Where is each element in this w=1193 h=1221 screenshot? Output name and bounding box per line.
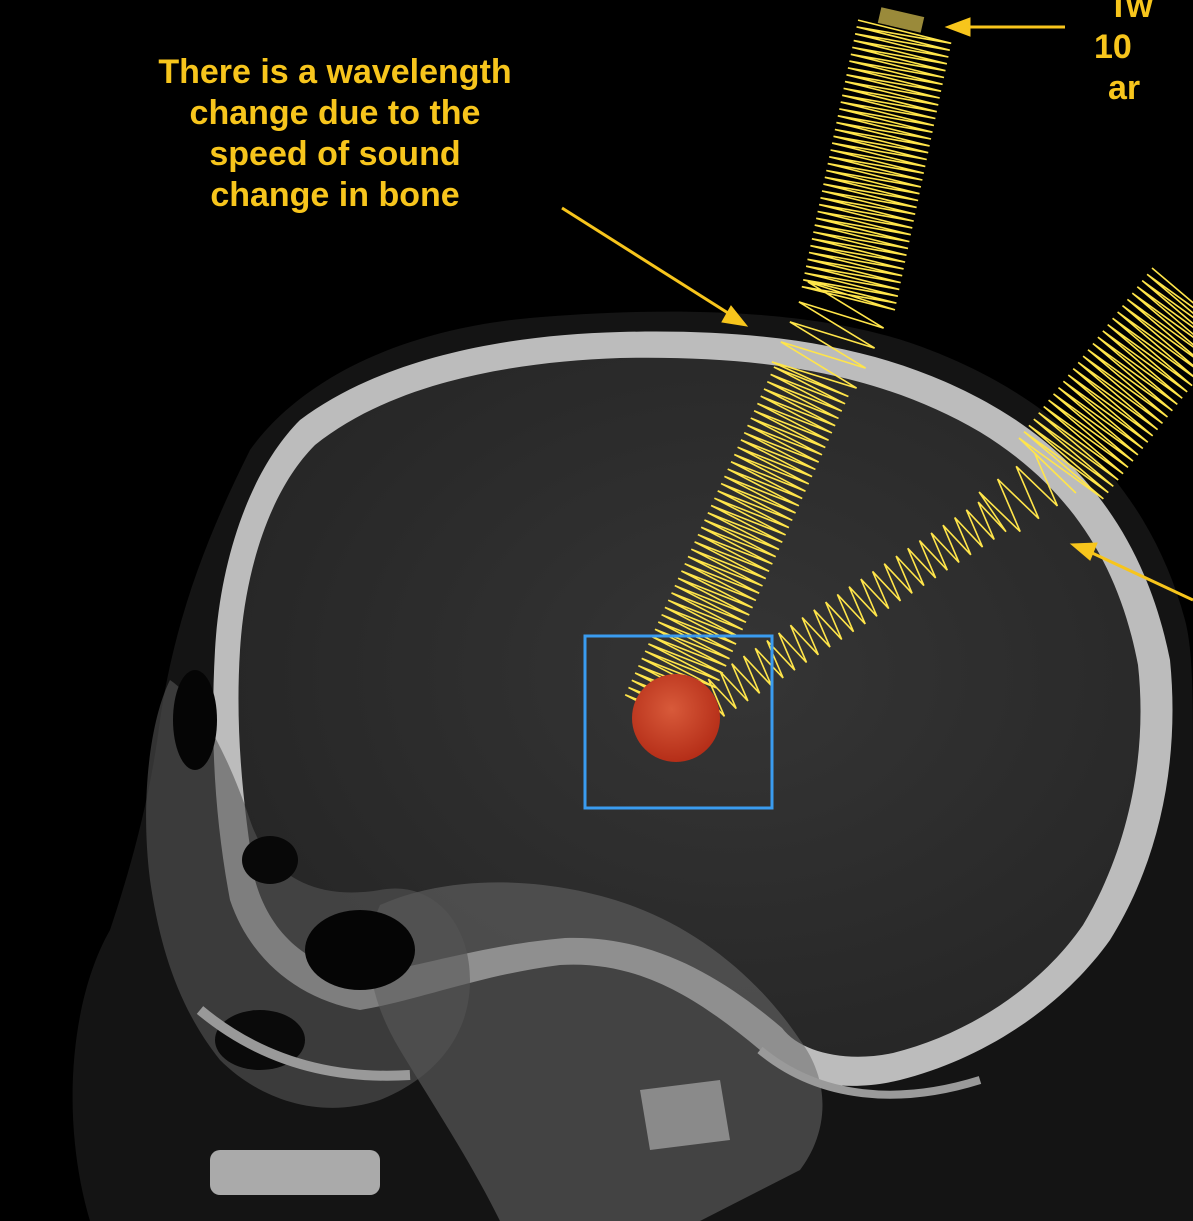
frontal-sinus	[173, 670, 217, 770]
transducer-annotation-line-1: Tw	[1108, 0, 1153, 27]
cervical-vertebra	[640, 1080, 730, 1150]
transducer-annotation-line-2: 10	[1094, 27, 1153, 68]
wavelength-annotation-line-2: change due to the	[95, 93, 575, 134]
wavelength-annotation-line-3: speed of sound	[95, 134, 575, 175]
wavelength-annotation-line-4: change in bone	[95, 175, 575, 216]
sphenoid-sinus	[305, 910, 415, 990]
transducer-annotation: Tw 10 ar	[1108, 0, 1153, 109]
dentition	[210, 1150, 380, 1195]
wavelength-annotation: There is a wavelength change due to the …	[95, 52, 575, 216]
transducer-annotation-line-3: ar	[1108, 68, 1153, 109]
ethmoid-air-cells	[242, 836, 298, 884]
target-spot-icon	[632, 674, 720, 762]
wavelength-annotation-line-1: There is a wavelength	[95, 52, 575, 93]
